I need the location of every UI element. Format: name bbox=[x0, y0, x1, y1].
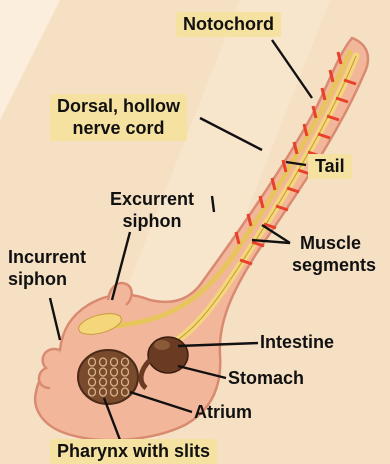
label-incurrent-siphon-line2: siphon bbox=[8, 268, 86, 290]
label-atrium: Atrium bbox=[194, 401, 252, 423]
label-stomach: Stomach bbox=[228, 367, 304, 389]
label-excurrent-siphon-line2: siphon bbox=[110, 210, 194, 232]
label-muscle-segments-line1: Muscle bbox=[292, 232, 376, 254]
label-pharynx-with-slits: Pharynx with slits bbox=[50, 439, 217, 464]
stomach-highlight bbox=[154, 340, 170, 350]
label-muscle-segments: Muscle segments bbox=[292, 232, 376, 276]
label-excurrent-siphon-line1: Excurrent bbox=[110, 188, 194, 210]
leader-incurrent bbox=[50, 298, 60, 340]
label-tail: Tail bbox=[308, 154, 352, 179]
label-notochord: Notochord bbox=[176, 12, 281, 37]
pharynx bbox=[78, 350, 138, 404]
label-dorsal-nerve-cord-line2: nerve cord bbox=[57, 117, 180, 139]
label-incurrent-siphon-line1: Incurrent bbox=[8, 246, 86, 268]
label-excurrent-siphon: Excurrent siphon bbox=[110, 188, 194, 232]
label-intestine: Intestine bbox=[260, 331, 334, 353]
label-dorsal-nerve-cord-line1: Dorsal, hollow bbox=[57, 95, 180, 117]
label-dorsal-nerve-cord: Dorsal, hollow nerve cord bbox=[50, 94, 187, 141]
label-muscle-segments-line2: segments bbox=[292, 254, 376, 276]
label-incurrent-siphon: Incurrent siphon bbox=[8, 246, 86, 290]
